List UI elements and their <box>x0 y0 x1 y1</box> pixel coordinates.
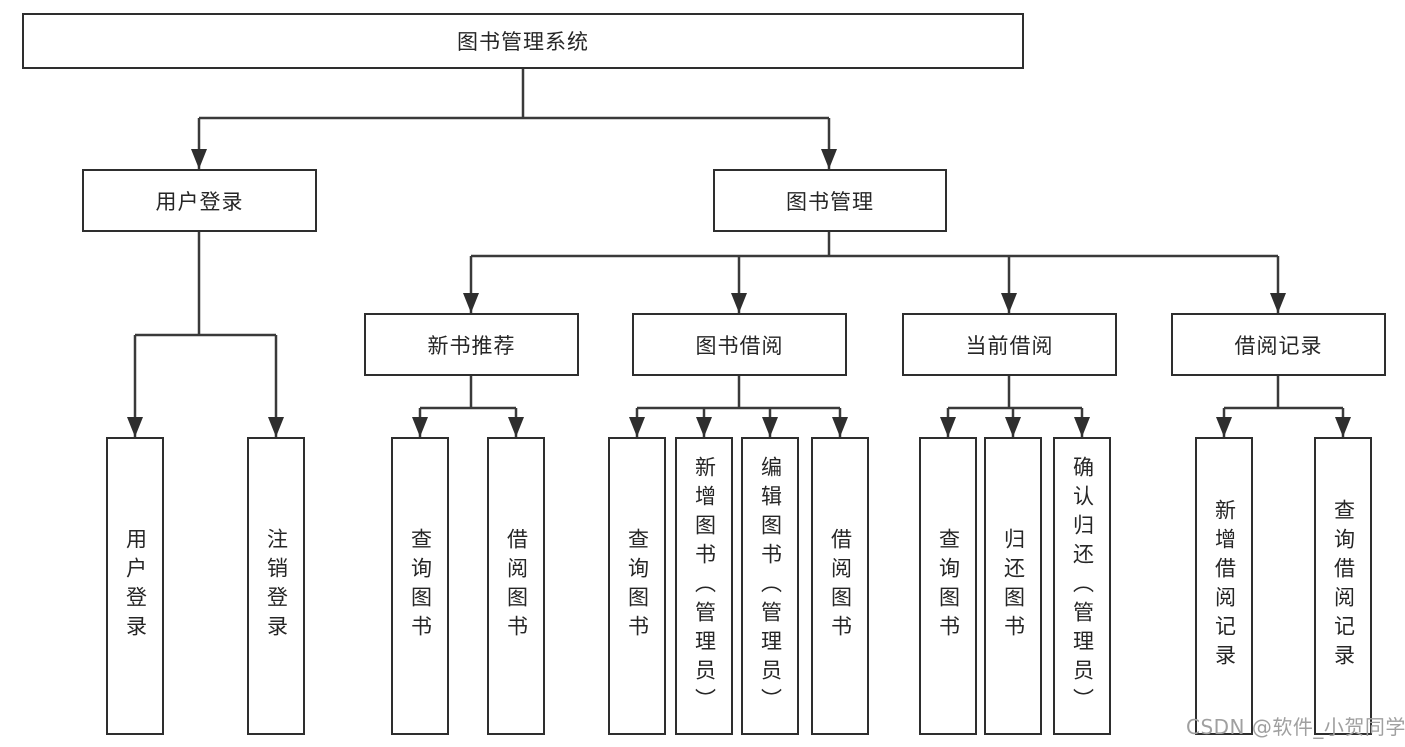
node-user-login-label: 用户登录 <box>155 189 244 214</box>
connector-book-management-group <box>463 232 1286 313</box>
node-book-borrowing: 图书借阅 <box>632 313 847 376</box>
node-borrowing-records-label: 借阅记录 <box>1234 333 1323 358</box>
leaf-edit-book-admin: 编辑图书（管理员） <box>741 437 799 735</box>
watermark: CSDN @软件_小贺同学 <box>1186 715 1405 739</box>
leaf-edit-book-admin-label: 编辑图书（管理员） <box>758 455 783 717</box>
leaf-query-borrow-record-label: 查询借阅记录 <box>1331 499 1356 673</box>
leaf-add-borrow-record-label: 新增借阅记录 <box>1212 499 1237 673</box>
leaf-add-book-admin-label: 新增图书（管理员） <box>692 455 717 717</box>
node-current-borrowing-label: 当前借阅 <box>965 333 1054 358</box>
leaf-add-book-admin: 新增图书（管理员） <box>675 437 733 735</box>
leaf-logout-login: 注销登录 <box>247 437 305 735</box>
leaf-borrow-books-borrowing-label: 借阅图书 <box>828 528 853 644</box>
leaf-logout-login-label: 注销登录 <box>264 528 289 644</box>
node-book-management: 图书管理 <box>713 169 947 232</box>
leaf-user-login: 用户登录 <box>106 437 164 735</box>
connector-root-to-level2 <box>191 69 837 169</box>
leaf-query-books-recommend: 查询图书 <box>391 437 449 735</box>
connector-user-login-group <box>127 232 284 437</box>
leaf-query-borrow-record: 查询借阅记录 <box>1314 437 1372 735</box>
leaf-query-books-borrowing-label: 查询图书 <box>625 528 650 644</box>
node-user-login: 用户登录 <box>82 169 317 232</box>
leaf-confirm-return-admin-label: 确认归还（管理员） <box>1070 455 1095 717</box>
connector-current-borrowing-group <box>940 376 1090 437</box>
leaf-borrow-books-recommend-label: 借阅图书 <box>504 528 529 644</box>
leaf-borrow-books-borrowing: 借阅图书 <box>811 437 869 735</box>
connector-new-book-recommend-group <box>412 376 524 437</box>
leaf-query-books-current: 查询图书 <box>919 437 977 735</box>
node-root-label: 图书管理系统 <box>457 30 589 54</box>
node-new-book-recommend-label: 新书推荐 <box>427 333 516 358</box>
node-book-management-label: 图书管理 <box>786 189 874 214</box>
node-book-borrowing-label: 图书借阅 <box>695 333 784 358</box>
leaf-return-books: 归还图书 <box>984 437 1042 735</box>
leaf-add-borrow-record: 新增借阅记录 <box>1195 437 1253 735</box>
leaf-confirm-return-admin: 确认归还（管理员） <box>1053 437 1111 735</box>
leaf-borrow-books-recommend: 借阅图书 <box>487 437 545 735</box>
node-current-borrowing: 当前借阅 <box>902 313 1117 376</box>
node-root: 图书管理系统 <box>22 13 1024 69</box>
leaf-user-login-label: 用户登录 <box>123 528 148 644</box>
leaf-query-books-current-label: 查询图书 <box>936 528 961 644</box>
node-new-book-recommend: 新书推荐 <box>364 313 579 376</box>
leaf-query-books-borrowing: 查询图书 <box>608 437 666 735</box>
leaf-query-books-recommend-label: 查询图书 <box>408 528 433 644</box>
node-borrowing-records: 借阅记录 <box>1171 313 1386 376</box>
leaf-return-books-label: 归还图书 <box>1001 528 1026 644</box>
connector-book-borrowing-group <box>629 376 848 437</box>
connector-borrowing-records-group <box>1216 376 1351 437</box>
